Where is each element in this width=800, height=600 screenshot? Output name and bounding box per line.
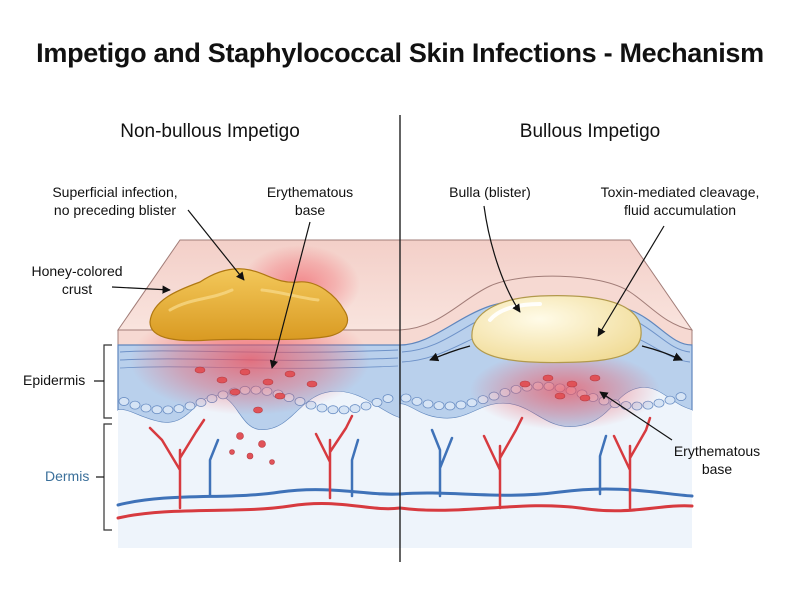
basal-cell xyxy=(316,403,328,413)
leader-toxin xyxy=(597,225,665,337)
callout-superficial-infection: Superficial infection, no preceding blis… xyxy=(52,184,178,218)
layer-brackets xyxy=(103,344,112,531)
callout-bulla: Bulla (blister) xyxy=(449,184,531,200)
left-inflammatory-cells xyxy=(194,366,318,465)
right-inflammatory-cells xyxy=(519,374,601,402)
diagram-title: Impetigo and Staphylococcal Skin Infecti… xyxy=(36,38,764,68)
basal-cell xyxy=(664,395,676,405)
left-dermis xyxy=(118,391,400,548)
leader-erythematous-right xyxy=(599,391,673,441)
basal-cell xyxy=(433,401,445,411)
basal-cell xyxy=(382,394,394,403)
callout-erythematous-base-left: Erythematous base xyxy=(266,184,354,218)
basal-cell xyxy=(349,404,361,413)
callout-honey-colored-crust: Honey-colored crust xyxy=(31,263,123,297)
basal-cell xyxy=(151,405,163,415)
honey-colored-crust xyxy=(149,268,349,342)
basal-cell xyxy=(411,396,423,406)
basal-cell xyxy=(675,392,687,401)
left-skin-block xyxy=(116,239,402,548)
cleavage-arrow-right xyxy=(641,345,683,361)
basal-cell xyxy=(455,400,467,410)
epidermis-bracket xyxy=(103,344,112,419)
right-blood-vessels xyxy=(398,416,694,513)
leader-erythematous-left xyxy=(269,221,311,369)
basal-cell xyxy=(129,400,141,410)
basal-cell xyxy=(360,401,372,411)
left-panel-title: Non-bullous Impetigo xyxy=(120,121,300,142)
right-inflammation-glow xyxy=(470,350,660,430)
basal-cell xyxy=(327,405,339,415)
basal-cell xyxy=(173,404,185,413)
dermis-label: Dermis xyxy=(45,468,90,484)
right-skin-block xyxy=(398,239,694,548)
leader-bulla xyxy=(483,205,521,313)
basal-cell xyxy=(118,397,130,406)
right-panel-title: Bullous Impetigo xyxy=(519,121,661,142)
dermis-bracket xyxy=(103,423,112,531)
leader-crust xyxy=(111,285,171,294)
cleavage-arrow-left xyxy=(429,345,471,362)
callout-lines xyxy=(94,205,673,478)
basal-cell xyxy=(371,398,383,407)
basal-cell xyxy=(162,405,174,415)
left-blood-vessels xyxy=(116,414,402,520)
callout-erythematous-base-right: Erythematous base xyxy=(673,443,761,477)
callout-toxin-cleavage: Toxin-mediated cleavage, fluid accumulat… xyxy=(600,184,760,218)
basal-cell xyxy=(400,393,412,403)
epidermis-label: Epidermis xyxy=(23,372,86,388)
basal-cell xyxy=(338,405,350,415)
basal-cell xyxy=(140,403,152,413)
basal-cell xyxy=(444,401,456,411)
leader-superficial xyxy=(187,209,245,281)
basal-cell xyxy=(422,399,434,409)
